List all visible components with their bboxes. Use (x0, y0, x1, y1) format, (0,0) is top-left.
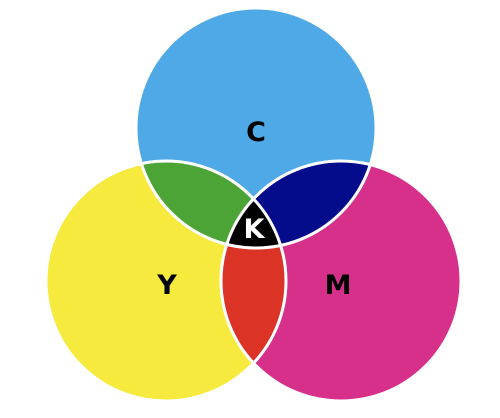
cyan-circle-outline (134, 6, 378, 250)
magenta-circle-outline (219, 159, 463, 403)
cyan-label: C (246, 117, 266, 148)
yellow-label: Y (156, 270, 177, 301)
black-label: K (244, 214, 266, 245)
cyan-yellow-overlap (136, 161, 286, 248)
cyan-magenta-overlap (221, 161, 376, 248)
magenta-label: M (325, 270, 352, 301)
yellow-circle-outline (44, 159, 288, 403)
